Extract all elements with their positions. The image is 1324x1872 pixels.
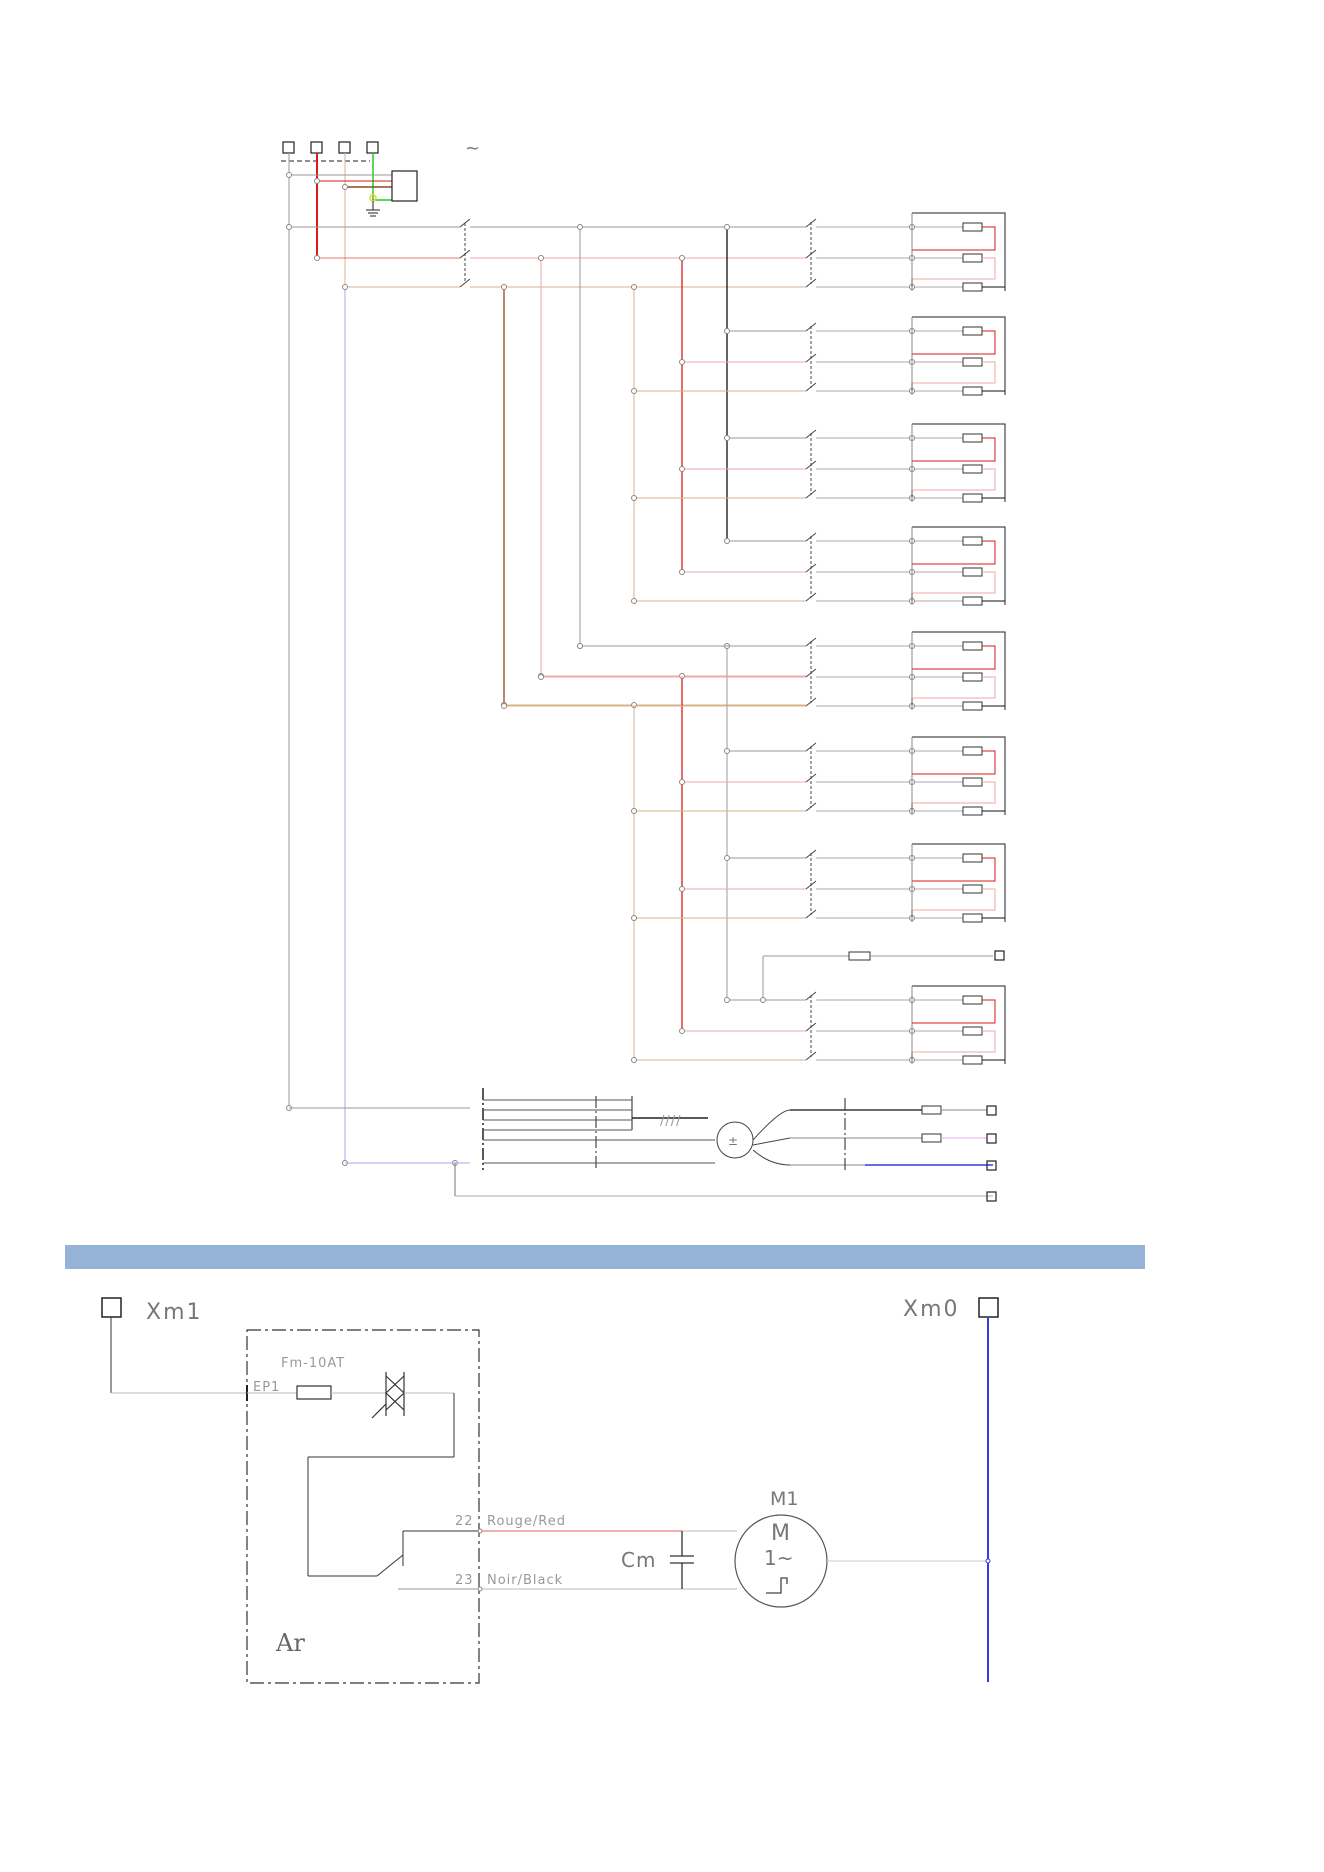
ac-symbol: ~	[465, 138, 480, 159]
wire-22-number: 22	[455, 1514, 474, 1529]
heater-element	[963, 1056, 982, 1064]
terminal-xm0	[979, 1298, 998, 1317]
wire-23-label: Noir/Black	[487, 1573, 563, 1588]
heater-element	[963, 494, 982, 502]
heater-element	[963, 597, 982, 605]
heater-element	[963, 254, 982, 262]
heater-element	[963, 387, 982, 395]
heater-element	[963, 885, 982, 893]
heater-element	[963, 568, 982, 576]
motor-phase: 1~	[764, 1546, 793, 1570]
heater-group	[632, 317, 1006, 395]
heater-element	[963, 702, 982, 710]
heater-element	[963, 537, 982, 545]
thermal-protector-icon	[766, 1578, 787, 1593]
capacitor	[670, 1531, 694, 1589]
control-box	[392, 171, 417, 201]
fan-terminal-2	[987, 1134, 996, 1143]
heater-element	[963, 1027, 982, 1035]
fan-terminal-1	[987, 1106, 996, 1115]
heater-group	[502, 632, 1006, 710]
lower-motor-diagram: Xm1 Xm0 Ar EP1 Fm-10AT	[102, 1297, 998, 1683]
svg-text:////: ////	[660, 1114, 682, 1129]
heater-element	[963, 223, 982, 231]
aux-terminal	[995, 951, 1004, 960]
heater-element	[963, 778, 982, 786]
heater-element	[963, 358, 982, 366]
upper-circuit-diagram: ~	[281, 138, 1005, 1201]
heater-element	[963, 996, 982, 1004]
wire-22-label: Rouge/Red	[487, 1514, 566, 1529]
heater-element	[963, 673, 982, 681]
heater-group	[632, 986, 1006, 1064]
heater-groups	[502, 213, 1006, 1064]
capacitor-label: Cm	[621, 1548, 656, 1572]
heater-element	[963, 747, 982, 755]
heater-element	[963, 283, 982, 291]
terminal-xm1	[102, 1298, 121, 1317]
terminal-xm0-label: Xm0	[903, 1297, 960, 1322]
heater-element	[963, 434, 982, 442]
heater-element	[963, 465, 982, 473]
heater-group	[632, 844, 1006, 922]
triac	[372, 1372, 404, 1418]
heater-element	[963, 854, 982, 862]
heater-element	[963, 642, 982, 650]
terminal-xm1-label: Xm1	[146, 1300, 203, 1325]
supply-terminals	[283, 142, 378, 153]
fuse	[297, 1386, 331, 1399]
svg-text:±: ±	[728, 1134, 738, 1148]
heater-element	[963, 914, 982, 922]
section-separator	[65, 1245, 1145, 1269]
heater-group	[806, 213, 1005, 291]
wire-23-number: 23	[455, 1573, 474, 1588]
heater-element	[963, 807, 982, 815]
fuse-label: Fm-10AT	[281, 1356, 345, 1371]
heater-element	[963, 327, 982, 335]
heater-group	[632, 737, 1006, 815]
heater-group	[632, 424, 1006, 502]
motor-symbol: M	[771, 1521, 790, 1546]
controller-box-label: Ar	[275, 1629, 305, 1657]
heater-group	[632, 527, 1006, 605]
motor-label: M1	[770, 1488, 798, 1510]
